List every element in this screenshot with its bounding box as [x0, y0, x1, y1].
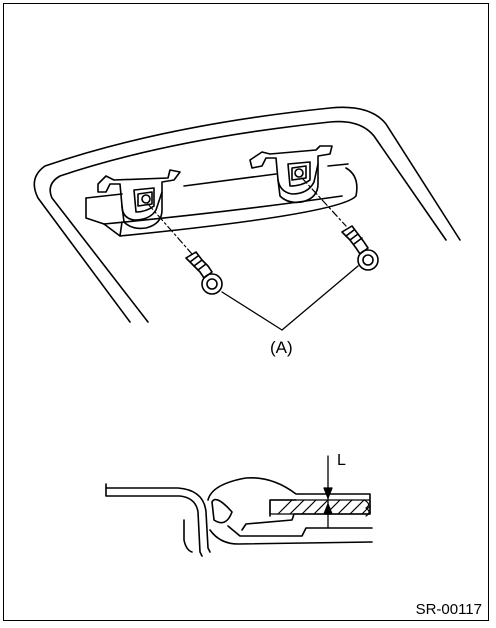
bracket-right — [249, 145, 333, 204]
dimension-l-label: L — [337, 452, 346, 469]
bracket-left-hole — [141, 194, 151, 204]
cross-section-body — [105, 477, 373, 557]
screw-right — [341, 225, 379, 271]
callout-a: (A) — [270, 338, 293, 357]
figure-border — [3, 3, 489, 621]
glass-section-hatch — [269, 499, 371, 517]
glass-panel-outline — [33, 106, 461, 323]
callout-a-leaders — [221, 265, 359, 331]
bracket-left — [97, 169, 181, 230]
figure-id: SR-00117 — [415, 601, 482, 618]
installation-guide-lines — [147, 177, 347, 255]
screw-left — [185, 251, 223, 295]
dimension-l-marker — [323, 455, 333, 529]
bracket-right-hole — [294, 168, 304, 178]
mounting-rail — [85, 163, 358, 237]
